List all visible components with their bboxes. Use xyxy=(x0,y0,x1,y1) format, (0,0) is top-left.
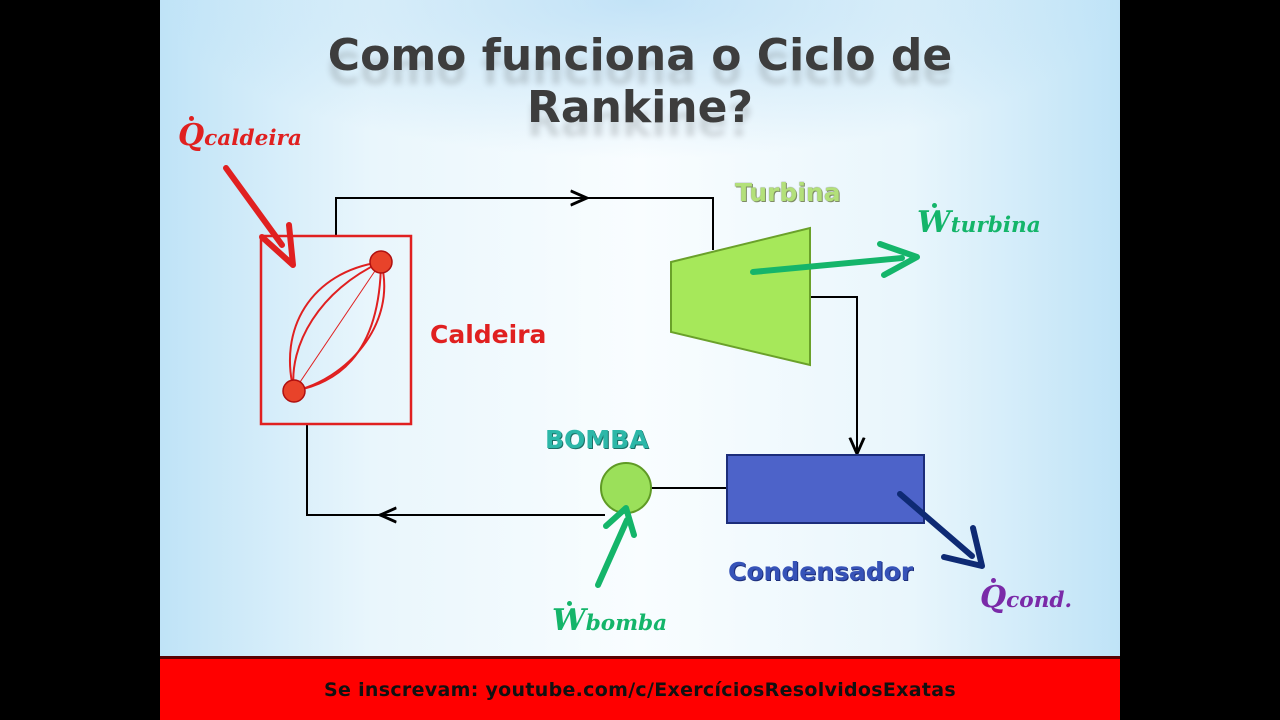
q-caldeira-symbol: Q xyxy=(178,116,205,153)
work-out-arrow xyxy=(750,241,920,278)
slide-glow xyxy=(160,0,1120,160)
q-caldeira-label: Qcaldeira xyxy=(178,116,302,153)
w-turbina-sub: turbina xyxy=(950,213,1041,238)
caldeira-component xyxy=(259,234,413,426)
turbina-label: Turbina xyxy=(735,178,841,207)
w-bomba-sub: bomba xyxy=(585,611,668,636)
work-in-arrow xyxy=(595,505,637,588)
condensador-shape xyxy=(726,454,925,524)
w-bomba-symbol: W xyxy=(552,601,586,638)
q-cond-label: Qcond. xyxy=(980,578,1073,615)
heat-out-arrow xyxy=(897,491,985,569)
q-cond-sub: cond. xyxy=(1006,588,1073,613)
q-caldeira-sub: caldeira xyxy=(204,126,302,151)
subscribe-banner: Se inscrevam: youtube.com/c/ExercíciosRe… xyxy=(160,656,1120,720)
q-cond-symbol: Q xyxy=(980,578,1007,615)
line-caldeira-to-turbina xyxy=(335,197,714,250)
line-turbina-to-condensador xyxy=(810,296,857,452)
turbina-shape xyxy=(670,226,811,367)
w-bomba-label: Wbomba xyxy=(552,601,668,638)
w-turbina-symbol: W xyxy=(917,203,951,240)
heat-in-arrow xyxy=(223,165,296,268)
rankine-cycle-diagram xyxy=(223,165,985,588)
caldeira-label: Caldeira xyxy=(430,320,547,349)
condensador-label: Condensador xyxy=(728,557,914,586)
title-line-1: Como funciona o Ciclo de xyxy=(327,30,953,81)
line-bomba-to-caldeira xyxy=(306,425,605,516)
slide-title: Como funciona o Ciclo de Rankine? xyxy=(160,30,1120,134)
bomba-label: BOMBA xyxy=(545,425,649,454)
w-turbina-label: Wturbina xyxy=(917,203,1041,240)
subscribe-text: Se inscrevam: youtube.com/c/ExercíciosRe… xyxy=(324,678,956,701)
title-line-2: Rankine? xyxy=(527,82,753,133)
slide: Como funciona o Ciclo de Rankine? xyxy=(160,0,1120,720)
